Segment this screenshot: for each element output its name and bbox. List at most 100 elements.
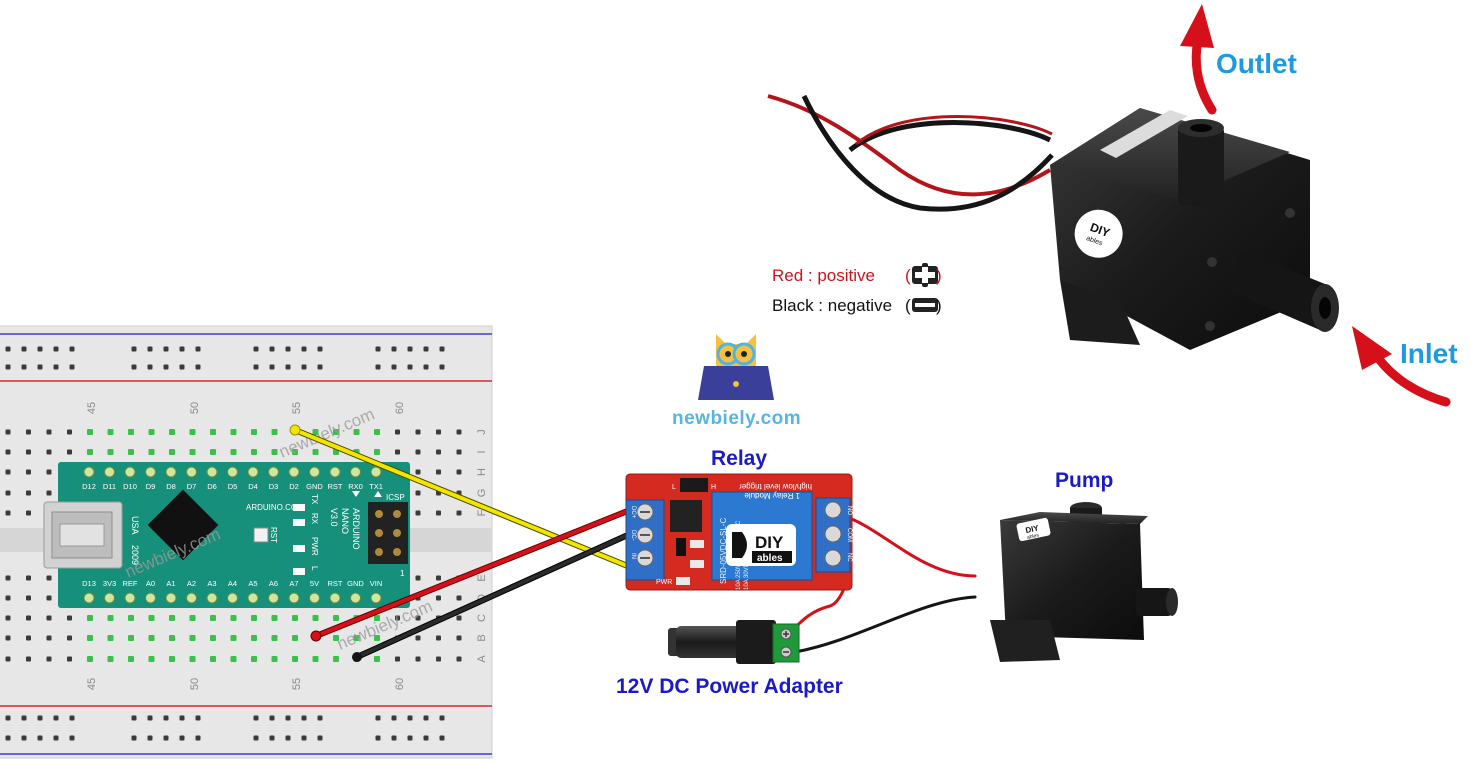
connected-hole — [128, 429, 134, 435]
connected-hole — [271, 429, 278, 435]
logo-text-top: DIY — [755, 533, 784, 552]
nano-text-rst: RST — [269, 527, 278, 543]
optocoupler — [670, 500, 702, 532]
rail-hole — [317, 715, 323, 721]
rail-hole — [285, 735, 291, 741]
connected-hole — [333, 615, 339, 621]
breadboard-hole — [46, 490, 52, 496]
connected-hole — [107, 449, 114, 455]
nano-pin — [165, 466, 177, 478]
inlet-arrow-icon — [1352, 326, 1451, 407]
rail-hole — [69, 735, 75, 741]
connected-hole — [169, 635, 175, 641]
connected-hole — [333, 656, 339, 662]
relay-label: Relay — [711, 447, 768, 470]
rail-hole — [37, 735, 43, 741]
rail-hole — [301, 735, 307, 741]
breadboard-hole — [5, 490, 11, 496]
breadboard-hole — [26, 595, 31, 601]
rail-hole — [375, 735, 381, 741]
connected-hole — [87, 449, 93, 455]
rail-hole — [5, 346, 11, 352]
wires — [289, 424, 977, 662]
breadboard-hole — [5, 469, 11, 475]
nano-pin — [206, 466, 218, 478]
row-letter: H — [476, 468, 488, 476]
connected-hole — [271, 449, 278, 455]
pump-label: Pump — [1055, 469, 1114, 492]
wire-yellow — [293, 428, 632, 569]
relay-title: 1 Relay Module — [744, 491, 800, 500]
rail-hole — [131, 735, 137, 741]
rail-hole — [317, 735, 323, 741]
rail-hole — [391, 715, 397, 721]
rail-hole — [195, 735, 201, 741]
breadboard-hole — [26, 575, 31, 581]
breadboard-hole — [436, 656, 441, 662]
rail-hole — [301, 364, 307, 370]
connected-hole — [333, 635, 339, 641]
nano-pin-label: D4 — [248, 482, 258, 491]
breadboard-hole — [26, 510, 31, 516]
reset-button[interactable] — [253, 527, 269, 543]
nano-pin-label: D3 — [269, 482, 279, 491]
nano-text-one: 1 — [400, 569, 405, 578]
legend-red-name: Red — [772, 266, 804, 285]
connected-hole — [230, 615, 237, 621]
rail-hole — [147, 346, 153, 352]
connected-hole — [169, 656, 175, 662]
nano-pin — [350, 592, 361, 604]
wire-black — [793, 595, 977, 654]
connected-hole — [251, 635, 257, 641]
connected-hole — [210, 615, 216, 621]
rail-hole — [69, 715, 75, 721]
row-letter: G — [476, 489, 488, 498]
diyables-logo: DIY ables — [1074, 209, 1123, 258]
breadboard-hole — [415, 490, 421, 496]
connected-hole — [107, 635, 114, 641]
breadboard-hole — [5, 635, 11, 641]
nano-pin-label: D7 — [187, 482, 197, 491]
rail-hole — [269, 364, 275, 370]
rail-hole — [391, 735, 397, 741]
breadboard-hole — [436, 595, 441, 601]
legend-paren-close: ) — [936, 296, 942, 315]
breadboard-hole — [46, 575, 52, 581]
breadboard-hole — [5, 575, 11, 581]
breadboard-hole — [26, 429, 31, 435]
breadboard-hole — [5, 595, 11, 601]
connected-hole — [148, 615, 155, 621]
row-letter: E — [476, 574, 488, 581]
connected-hole — [189, 635, 196, 641]
nano-pin-label: D11 — [103, 482, 116, 491]
rail-hole — [131, 715, 137, 721]
nano-pin-label: D9 — [146, 482, 156, 491]
breadboard-hole — [67, 429, 72, 435]
rail-hole — [391, 364, 397, 370]
breadboard-hole — [456, 595, 462, 601]
rail-hole — [163, 346, 169, 352]
column-number: 50 — [189, 678, 201, 690]
connected-hole — [312, 449, 319, 455]
rail-hole — [195, 346, 201, 352]
breadboard-hole — [67, 449, 72, 455]
connected-hole — [251, 656, 257, 662]
breadboard-hole — [436, 429, 441, 435]
connected-hole — [189, 656, 196, 662]
nano-pin — [206, 592, 218, 604]
nano-text-year: 2009 — [130, 545, 140, 565]
connected-hole — [148, 635, 155, 641]
inlet-label: Inlet — [1400, 338, 1458, 369]
relay-model-text: SRD-05VDC-SL-C — [719, 518, 728, 584]
connected-hole — [374, 656, 380, 662]
rail-hole — [5, 364, 11, 370]
connected-hole — [312, 615, 319, 621]
connected-hole — [374, 429, 380, 435]
rail-hole — [285, 715, 291, 721]
rail-hole — [21, 364, 27, 370]
resistor — [690, 540, 704, 548]
legend-black: Black : negative ( ) — [772, 296, 942, 316]
rail-hole — [53, 364, 59, 370]
nano-pin-label: RX0 — [348, 482, 363, 491]
pump-label-sticker — [1100, 110, 1188, 158]
